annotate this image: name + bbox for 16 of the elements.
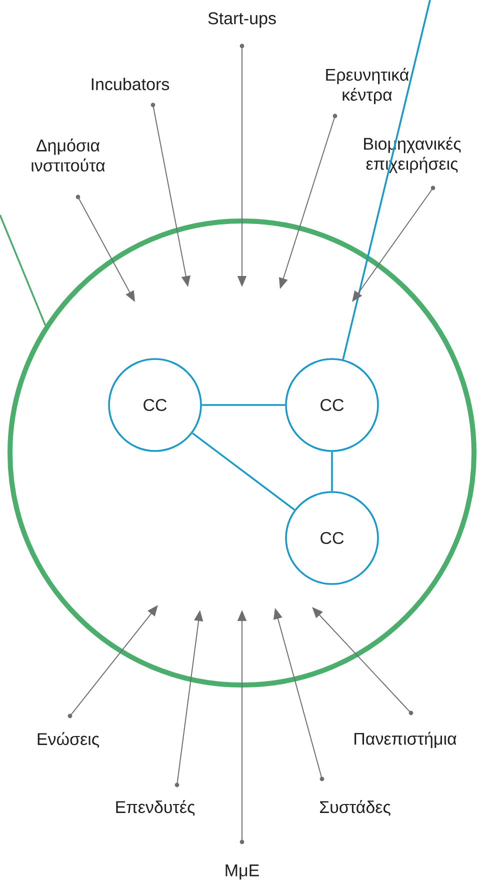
actor-label: Πανεπιστήμια (354, 732, 456, 748)
actor-label: Δημόσια ινστιτούτα (32, 138, 105, 172)
arrow (312, 607, 412, 714)
connector-line (331, 452, 333, 492)
actor-label: Συστάδες (320, 800, 390, 816)
actor-label: Start-ups (208, 12, 276, 28)
connector-line (202, 404, 286, 406)
actor-label: ΜμΕ (226, 864, 259, 880)
actor-label: Επενδυτές (116, 800, 195, 816)
actor-label: Ερευνητικά κέντρα (326, 68, 409, 104)
connector-line (342, 0, 431, 360)
actor-label: Ενώσεις (38, 732, 100, 748)
actor-label: Incubators (92, 78, 170, 90)
connector-line (0, 214, 46, 326)
ecosystem-circle (8, 218, 476, 688)
connector-line (192, 432, 296, 511)
